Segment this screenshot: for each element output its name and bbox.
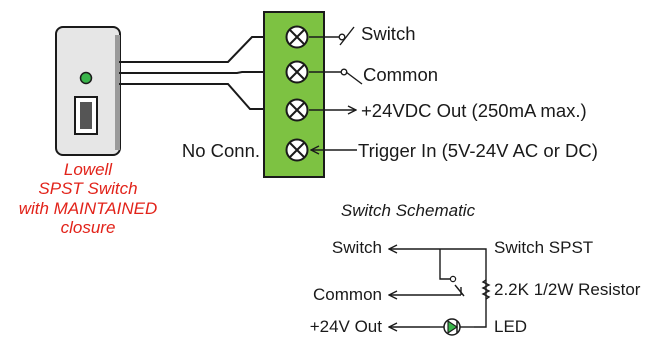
terminal-screw-icon <box>285 98 309 122</box>
schematic-label-led: LED <box>494 317 527 336</box>
indicator-led-icon <box>79 71 93 85</box>
device-caption-line-4: closure <box>61 218 116 237</box>
device-caption-line-3: with MAINTAINED <box>19 199 158 218</box>
terminal-block <box>263 11 325 178</box>
terminal-label-switch: Switch <box>361 23 416 44</box>
device-caption-line-1: Lowell <box>64 160 113 179</box>
schematic-label-resistor: 2.2K 1/2W Resistor <box>494 280 641 299</box>
rocker-paddle <box>80 102 92 129</box>
schematic-label-24v-out: +24V Out <box>310 317 383 336</box>
schematic-title: Switch Schematic <box>341 201 476 220</box>
device-wires <box>119 36 270 110</box>
lowell-switch-device <box>55 26 121 156</box>
terminal-screw-icon <box>285 138 309 162</box>
led-icon <box>430 318 474 336</box>
schematic-label-switch-spst: Switch SPST <box>494 238 593 257</box>
terminal-screw-icon <box>285 60 309 84</box>
schematic-label-switch: Switch <box>332 238 382 257</box>
terminal-label-trigger-in: Trigger In (5V-24V AC or DC) <box>358 140 598 161</box>
terminal-label-24v-out: +24VDC Out (250mA max.) <box>361 100 587 121</box>
schematic-label-common: Common <box>313 285 382 304</box>
device-caption-line-2: SPST Switch <box>38 179 137 198</box>
terminal-label-no-conn: No Conn. <box>182 140 260 161</box>
schematic-circuit <box>389 249 491 336</box>
resistor-icon <box>481 279 491 300</box>
switch-contact-symbol <box>309 26 363 85</box>
terminal-screw-icon <box>285 25 309 49</box>
device-plate <box>55 26 121 156</box>
terminal-label-common: Common <box>363 64 438 85</box>
device-plate-shadow <box>115 35 120 150</box>
